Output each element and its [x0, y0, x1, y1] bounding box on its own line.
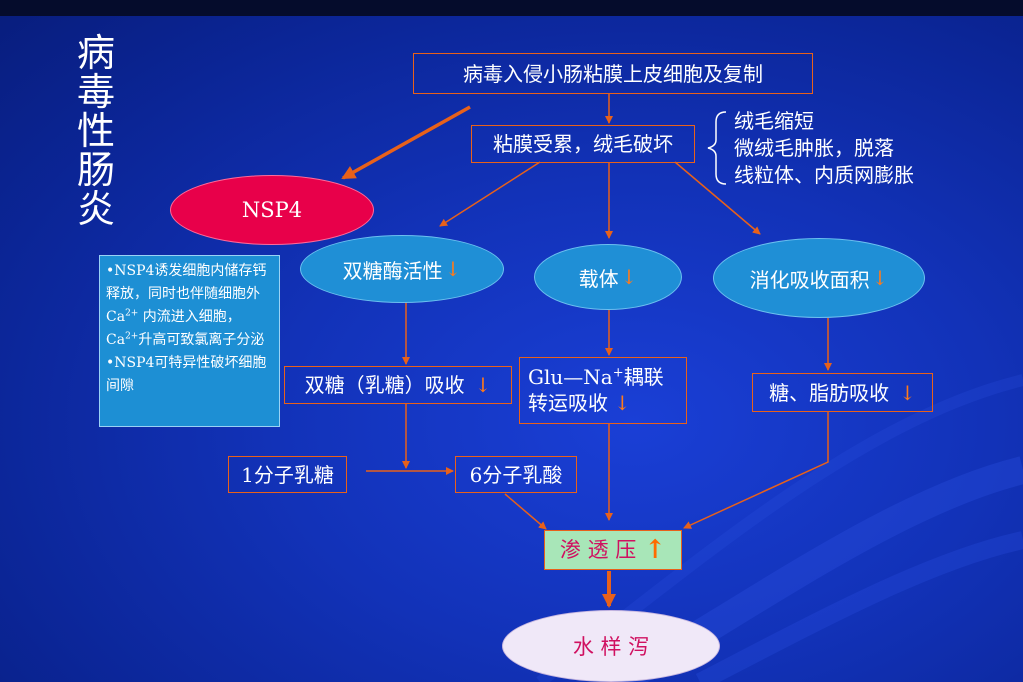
virus-invasion-box: 病毒入侵小肠粘膜上皮细胞及复制: [413, 53, 813, 94]
mucosa-damage-box: 粘膜受累，绒毛破坏: [471, 125, 695, 163]
title-char: 病: [76, 31, 115, 75]
villi-effect-item: 绒毛缩短: [734, 109, 814, 133]
disaccharidase-label: 双糖酶活性: [342, 258, 443, 283]
arrow-top-to-nsp4: [341, 105, 471, 180]
villi-effects-list: 绒毛缩短 微绒毛肿胀，脱落 线粒体、内质网膨胀: [734, 108, 914, 189]
title-char: 炎: [76, 187, 115, 231]
nsp4-note-p1: •NSP4诱发细胞内储存钙释放，同时也伴随细胞外Ca2+ 内流进入细胞， Ca2…: [106, 260, 273, 352]
note-text: 升高可致氯离子分泌: [138, 332, 265, 348]
top-dark-band: [0, 0, 1023, 16]
superscript: +: [612, 365, 624, 381]
arrow-sugarfat-to-osmotic: [683, 412, 829, 529]
note-text: 内流进入细胞， Ca: [106, 309, 241, 348]
title-char: 性: [76, 109, 115, 153]
carrier-label: 载体: [578, 266, 619, 291]
nsp4-oval: NSP4: [170, 175, 374, 245]
decrease-arrow-icon: ↓: [871, 266, 889, 290]
sugar-fat-absorb-box: 糖、脂肪吸收 ↓: [752, 373, 933, 412]
lactic-acid-box: 6分子乳酸: [455, 456, 577, 493]
mucosa-damage-label: 粘膜受累，绒毛破坏: [493, 132, 673, 156]
villi-effect-item: 线粒体、内质网膨胀: [734, 163, 914, 187]
digestive-area-label: 消化吸收面积: [749, 267, 870, 292]
arrow-lactic-to-osmotic: [504, 493, 547, 530]
glu-na-line1: Glu—Na+耦联: [528, 364, 678, 390]
arrow-mucosa-to-disaccharidase: [439, 161, 541, 227]
carrier-oval: 载体 ↓: [534, 244, 682, 310]
glu-na-line2: 转运吸收↓: [528, 390, 678, 416]
decrease-arrow-icon: ↓: [620, 265, 638, 289]
brace: [707, 111, 727, 185]
disaccharide-absorb-label: 双糖（乳糖）吸收: [304, 373, 465, 397]
increase-arrow-icon: ↑: [644, 535, 667, 565]
vertical-title: 病 毒 性 肠 炎: [74, 34, 118, 229]
digestive-area-oval: 消化吸收面积 ↓: [713, 238, 925, 318]
disaccharidase-oval: 双糖酶活性 ↓: [300, 235, 504, 303]
nsp4-note: •NSP4诱发细胞内储存钙释放，同时也伴随细胞外Ca2+ 内流进入细胞， Ca2…: [99, 255, 280, 427]
glu-na-text: 耦联: [623, 365, 664, 389]
watery-diarrhea-label: 水 样 泻: [572, 635, 650, 659]
decrease-arrow-icon: ↓: [899, 380, 916, 405]
villi-effect-item: 微绒毛肿胀，脱落: [734, 136, 894, 160]
glu-na-text: 转运吸收: [528, 391, 608, 415]
disaccharide-absorb-box: 双糖（乳糖）吸收 ↓: [284, 366, 512, 404]
lactose-box: 1分子乳糖: [228, 456, 347, 493]
decrease-arrow-icon: ↓: [444, 257, 462, 281]
title-char: 毒: [76, 70, 115, 114]
superscript: 2+: [125, 331, 139, 342]
osmotic-pressure-label: 渗 透 压: [559, 538, 637, 562]
decrease-arrow-icon: ↓: [614, 391, 631, 415]
nsp4-note-p2: •NSP4可特异性破坏细胞间隙: [106, 355, 267, 394]
lactic-acid-label: 6分子乳酸: [469, 462, 563, 487]
title-char: 肠: [76, 148, 115, 192]
virus-invasion-label: 病毒入侵小肠粘膜上皮细胞及复制: [463, 61, 763, 86]
superscript: 2+: [125, 308, 139, 319]
nsp4-label: NSP4: [241, 198, 303, 222]
sugar-fat-absorb-label: 糖、脂肪吸收: [769, 380, 890, 405]
osmotic-pressure-box: 渗 透 压 ↑: [544, 530, 682, 570]
glu-na-text: Glu—Na: [528, 365, 613, 389]
decrease-arrow-icon: ↓: [474, 373, 492, 397]
watery-diarrhea-oval: 水 样 泻: [502, 610, 720, 682]
glu-na-box: Glu—Na+耦联 转运吸收↓: [519, 357, 687, 424]
note-text: •NSP4诱发细胞内储存钙释放，同时也伴随细胞外Ca: [106, 263, 267, 325]
lactose-label: 1分子乳糖: [241, 462, 334, 487]
